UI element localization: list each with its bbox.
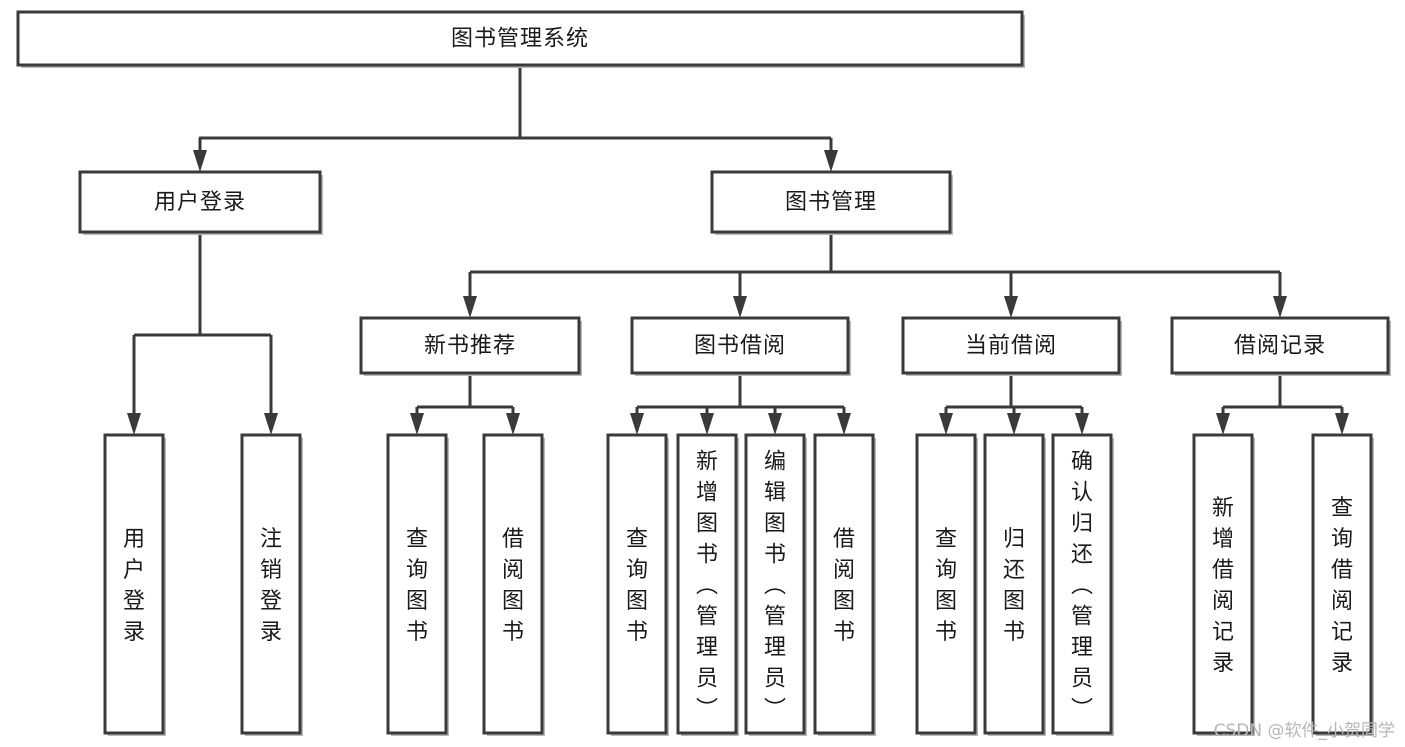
node-label: 查询借阅记录 <box>1331 496 1353 676</box>
csdn-watermark: CSDN @软件_小贺同学 <box>1213 721 1395 741</box>
node-label: 确认归还︵管理员︶ <box>1071 450 1093 723</box>
node-leaf-add-book[interactable]: 新增图书︵管理员︶ <box>676 433 739 736</box>
node-user-login[interactable]: 用户登录 <box>78 170 323 235</box>
node-root[interactable]: 图书管理系统 <box>16 10 1025 68</box>
node-label: 新增图书︵管理员︶ <box>696 450 718 723</box>
node-leaf-query-book-2[interactable]: 查询图书 <box>606 433 669 736</box>
node-leaf-add-record[interactable]: 新增借阅记录 <box>1192 433 1255 736</box>
node-leaf-borrow-book-1[interactable]: 借阅图书 <box>482 433 545 736</box>
node-book-borrow[interactable]: 图书借阅 <box>630 316 851 376</box>
node-leaf-query-book-1[interactable]: 查询图书 <box>386 433 449 736</box>
node-layer: 图书管理系统用户登录图书管理新书推荐图书借阅当前借阅借阅记录用户登录注销登录查询… <box>16 10 1391 736</box>
node-leaf-borrow-book-2[interactable]: 借阅图书 <box>813 433 876 736</box>
node-label: 用户登录 <box>123 527 145 645</box>
node-leaf-query-record[interactable]: 查询借阅记录 <box>1311 433 1374 736</box>
node-leaf-query-book-3[interactable]: 查询图书 <box>915 433 978 736</box>
node-leaf-user-login[interactable]: 用户登录 <box>103 433 166 736</box>
node-label: 新增借阅记录 <box>1212 496 1234 676</box>
node-label: 查询图书 <box>626 527 648 645</box>
node-label: 归还图书 <box>1003 527 1025 645</box>
node-leaf-return-book[interactable]: 归还图书 <box>983 433 1046 736</box>
node-leaf-edit-book[interactable]: 编辑图书︵管理员︶ <box>744 433 807 736</box>
node-leaf-confirm-return[interactable]: 确认归还︵管理员︶ <box>1051 433 1114 736</box>
node-label: 图书管理 <box>785 190 877 215</box>
node-label: 用户登录 <box>154 190 246 215</box>
node-label: 借阅图书 <box>833 527 855 645</box>
node-leaf-logout[interactable]: 注销登录 <box>240 433 303 736</box>
node-label: 借阅记录 <box>1234 334 1326 359</box>
node-label: 图书借阅 <box>694 334 786 359</box>
node-label: 查询图书 <box>406 527 428 645</box>
node-new-book-rec[interactable]: 新书推荐 <box>359 316 582 376</box>
node-label: 当前借阅 <box>965 334 1057 359</box>
node-label: 查询图书 <box>935 527 957 645</box>
node-book-manage[interactable]: 图书管理 <box>710 170 953 235</box>
node-current-borrow[interactable]: 当前借阅 <box>901 316 1122 376</box>
node-label: 图书管理系统 <box>451 27 589 52</box>
node-label: 编辑图书︵管理员︶ <box>764 450 786 723</box>
node-label: 新书推荐 <box>424 334 516 359</box>
node-label: 借阅图书 <box>502 527 524 645</box>
node-label: 注销登录 <box>260 527 282 645</box>
connector-layer <box>127 65 1349 435</box>
node-borrow-record[interactable]: 借阅记录 <box>1170 316 1391 376</box>
